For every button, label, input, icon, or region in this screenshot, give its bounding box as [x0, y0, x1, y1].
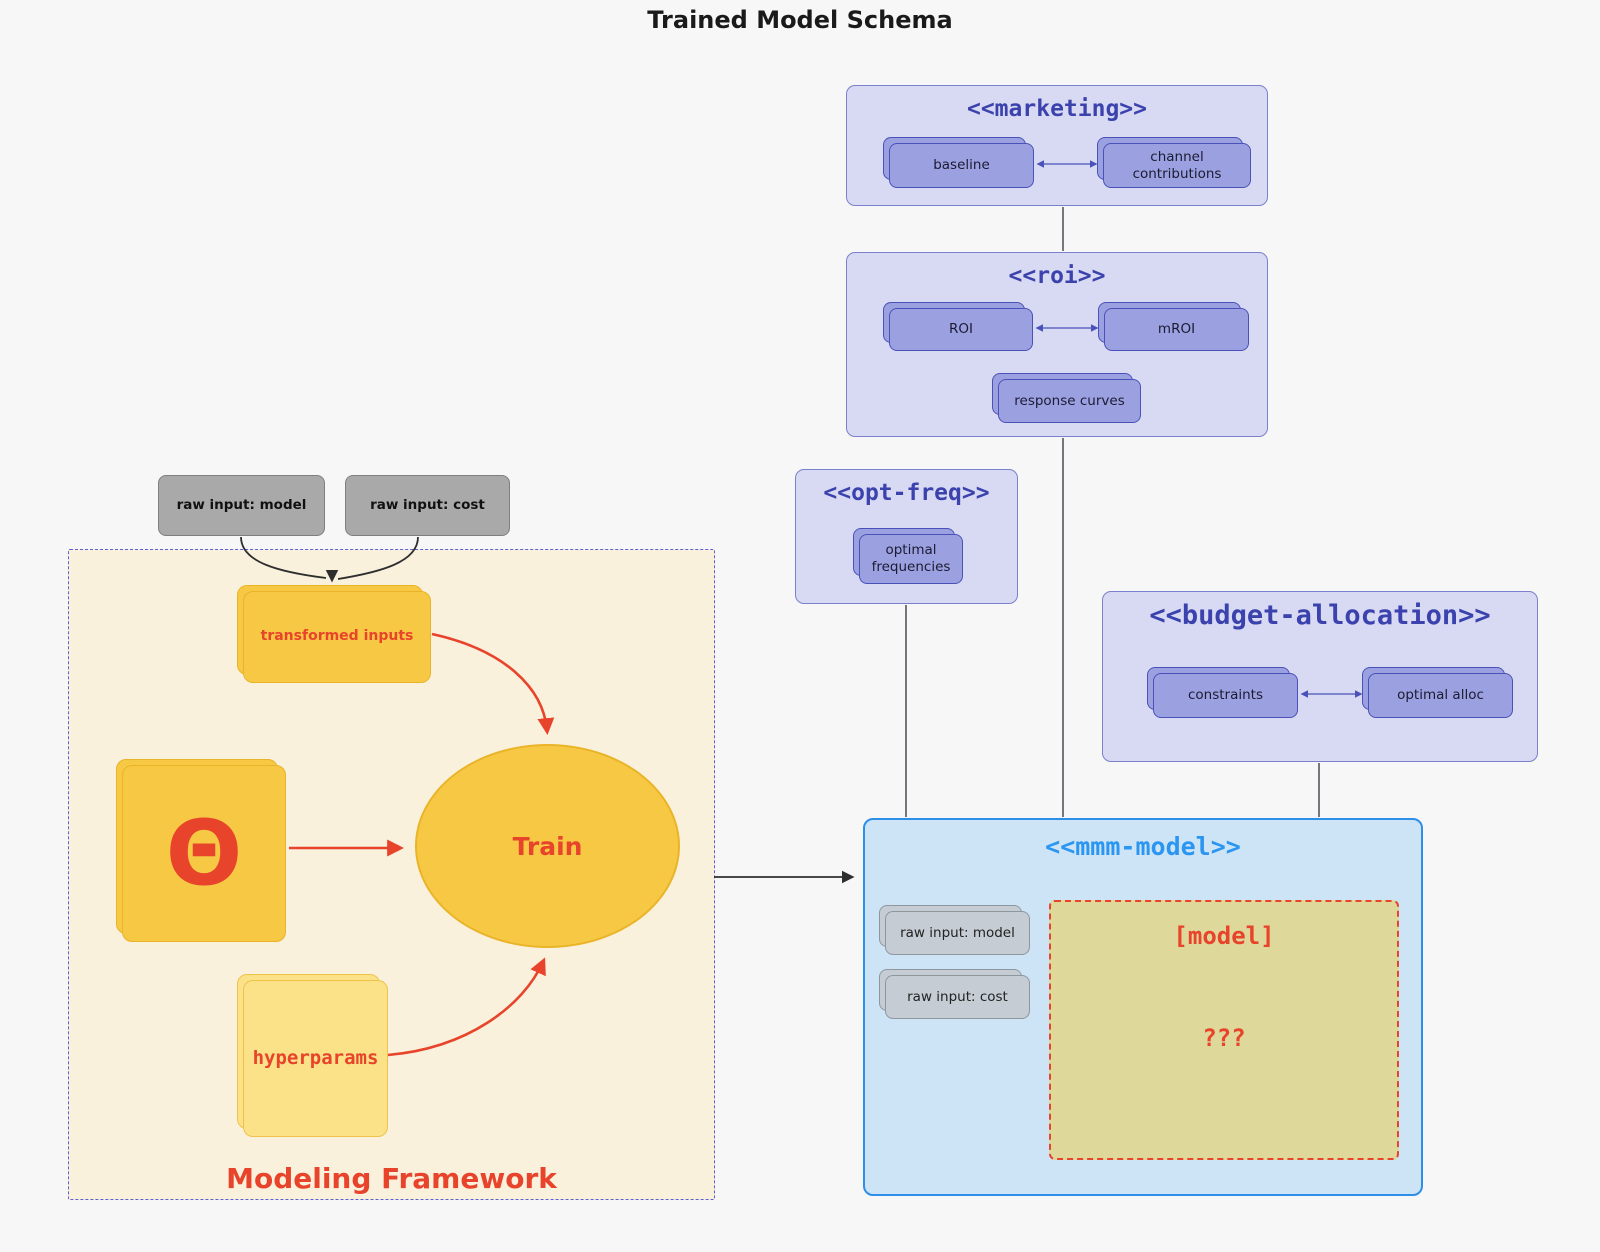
node-response-curves: response curves — [998, 379, 1141, 423]
opt-freq-title: <<opt-freq>> — [823, 480, 990, 506]
node-label: raw input: cost — [370, 497, 485, 514]
node-theta: Θ — [122, 765, 286, 942]
node-constraints: constraints — [1153, 673, 1298, 718]
modeling-framework-container: transformed inputs Θ Train hyperparams M… — [68, 549, 715, 1200]
node-label: baseline — [933, 157, 990, 174]
node-label: transformed inputs — [260, 628, 414, 645]
budget-allocation-title: <<budget-allocation>> — [1149, 600, 1491, 631]
node-label: optimal alloc — [1397, 687, 1484, 704]
marketing-container: <<marketing>> baseline channel contribut… — [846, 85, 1268, 206]
node-mroi: mROI — [1104, 308, 1249, 351]
diagram-title: Trained Model Schema — [647, 6, 953, 34]
node-baseline: baseline — [889, 143, 1034, 188]
node-optimal-alloc: optimal alloc — [1368, 673, 1513, 718]
node-raw-input-model: raw input: model — [158, 475, 325, 536]
roi-container: <<roi>> ROI mROI response curves — [846, 252, 1268, 437]
node-label: raw input: model — [900, 924, 1015, 941]
mmm-model-container: <<mmm-model>> raw input: model raw input… — [863, 818, 1423, 1196]
node-train-ellipse: Train — [415, 744, 680, 948]
node-roi: ROI — [889, 308, 1033, 351]
node-label: response curves — [1014, 392, 1125, 409]
modeling-framework-label: Modeling Framework — [226, 1162, 557, 1195]
node-raw-input-cost-copy: raw input: cost — [885, 975, 1030, 1019]
budget-allocation-container: <<budget-allocation>> constraints optima… — [1102, 591, 1538, 762]
node-label: raw input: model — [176, 497, 307, 514]
marketing-title: <<marketing>> — [966, 96, 1147, 122]
theta-symbol: Θ — [165, 800, 243, 906]
model-unknown-text: ??? — [1202, 1024, 1246, 1052]
opt-freq-container: <<opt-freq>> optimal frequencies — [795, 469, 1018, 604]
node-transformed-inputs: transformed inputs — [243, 591, 431, 683]
mmm-model-title: <<mmm-model>> — [1045, 832, 1241, 861]
node-label: mROI — [1157, 321, 1196, 338]
model-box-title: [model] — [1173, 922, 1275, 950]
node-raw-input-cost: raw input: cost — [345, 475, 510, 536]
node-label: raw input: cost — [907, 988, 1008, 1005]
node-label: optimal frequencies — [871, 542, 951, 575]
node-label: channel contributions — [1132, 148, 1222, 182]
node-channel-contributions: channel contributions — [1103, 143, 1251, 188]
roi-title: <<roi>> — [1008, 263, 1106, 289]
node-label: hyperparams — [252, 1046, 379, 1069]
node-label: constraints — [1187, 687, 1264, 704]
model-dashed-box: [model] ??? — [1049, 900, 1399, 1160]
node-raw-input-model-copy: raw input: model — [885, 911, 1030, 955]
node-hyperparams: hyperparams — [243, 980, 388, 1137]
node-optimal-frequencies: optimal frequencies — [859, 534, 963, 584]
node-label: ROI — [949, 321, 973, 338]
node-label: Train — [512, 831, 583, 861]
